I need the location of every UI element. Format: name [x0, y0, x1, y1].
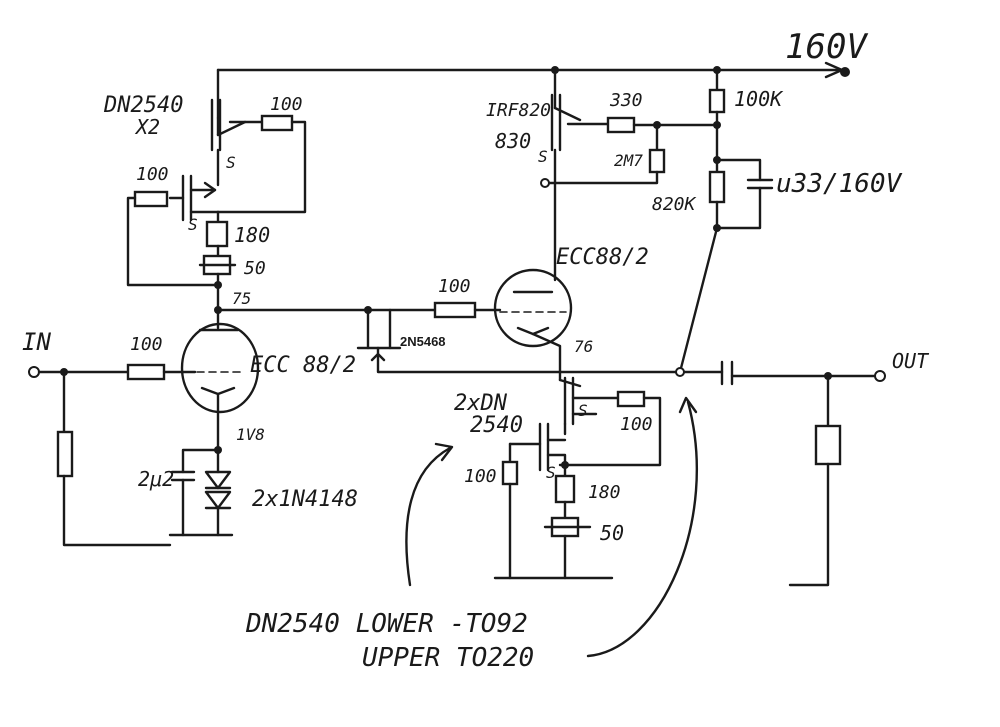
source-pin-a: S	[226, 153, 236, 172]
source-pin-b: S	[188, 215, 198, 234]
gate-resistor-2	[133, 190, 169, 208]
input-tube-label: ECC 88/2	[250, 353, 356, 378]
irf-source-pin: S	[538, 147, 548, 166]
note-arrows	[405, 396, 698, 658]
output-tube-label: ECC88/2	[556, 245, 649, 270]
upper-right-irf820	[540, 68, 719, 282]
gate-r-330-label: 330	[609, 90, 643, 111]
grid-r-label: 100	[130, 334, 163, 355]
anode-network	[678, 68, 774, 374]
lower-mosfet-label: 2xDN	[454, 391, 508, 416]
anode-resistor-100k	[708, 88, 726, 114]
note-line-2: UPPER TO220	[362, 643, 534, 673]
irf820-label: IRF820	[486, 100, 551, 121]
input-tube	[180, 322, 260, 414]
output-cathode-label: 76	[574, 337, 593, 356]
gate-r2-label: 100	[136, 164, 169, 185]
cap-label: u33/160V	[776, 169, 903, 199]
anode-r-label: 100K	[734, 87, 784, 111]
gate-resistor-330	[606, 116, 636, 134]
diodes-label: 2x1N4148	[252, 487, 358, 512]
dn2540-label: DN2540	[103, 93, 183, 118]
lower-source-pin-b: S	[546, 463, 556, 482]
note-line-1: DN2540 LOWER -TO92	[245, 609, 528, 639]
coupling-resistor	[433, 301, 477, 319]
lower-right-ccs	[493, 376, 662, 580]
source-resistor-180	[205, 220, 229, 248]
cathode-voltage-label: 1V8	[236, 425, 265, 444]
output-label: OUT	[892, 349, 930, 373]
grid-resistor	[126, 363, 166, 381]
cathode-cap-label: 2μ2	[138, 467, 174, 491]
lower-gate-r2-label: 100	[464, 466, 497, 487]
output-tube	[493, 268, 573, 382]
output-terminal[interactable]	[874, 370, 886, 382]
supply-voltage-label: 160V	[785, 27, 868, 67]
lower-source-r-label: 180	[588, 482, 621, 503]
upper-left-ccs	[126, 98, 307, 314]
input-label: IN	[22, 328, 51, 356]
gate-resistor-1	[260, 114, 294, 132]
lower-mosfet-label-2: 2540	[470, 413, 523, 438]
grid-leak-resistor	[56, 430, 74, 478]
lower-source-pin-a: S	[578, 401, 588, 420]
irf830-label: 830	[495, 129, 531, 153]
lower-gate-resistor-1	[616, 390, 646, 408]
lower-gate-r1-label: 100	[620, 414, 653, 435]
coupling-r-label: 100	[438, 276, 471, 297]
gate-r1-label: 100	[270, 94, 303, 115]
lower-pot-label: 50	[600, 521, 624, 545]
jfet-label: 2N5468	[400, 334, 446, 349]
input-stage	[28, 308, 260, 547]
output-network	[558, 360, 886, 587]
jfet-2n5468	[356, 306, 562, 374]
output-load-resistor	[814, 424, 842, 466]
pot-label: 50	[244, 258, 266, 279]
input-terminal[interactable]	[28, 366, 40, 378]
lower-source-resistor-180	[554, 474, 576, 504]
node-voltage-label: 75	[232, 289, 251, 308]
bias-r-label: 2M7	[614, 151, 643, 170]
lower-gate-resistor-2	[501, 460, 519, 486]
divider-r-label: 820K	[652, 194, 697, 215]
source-r-label: 180	[234, 223, 270, 247]
dn2540-count-label: X2	[134, 115, 160, 139]
bias-resistor-2m7	[648, 148, 666, 174]
divider-resistor-820k	[708, 170, 726, 204]
